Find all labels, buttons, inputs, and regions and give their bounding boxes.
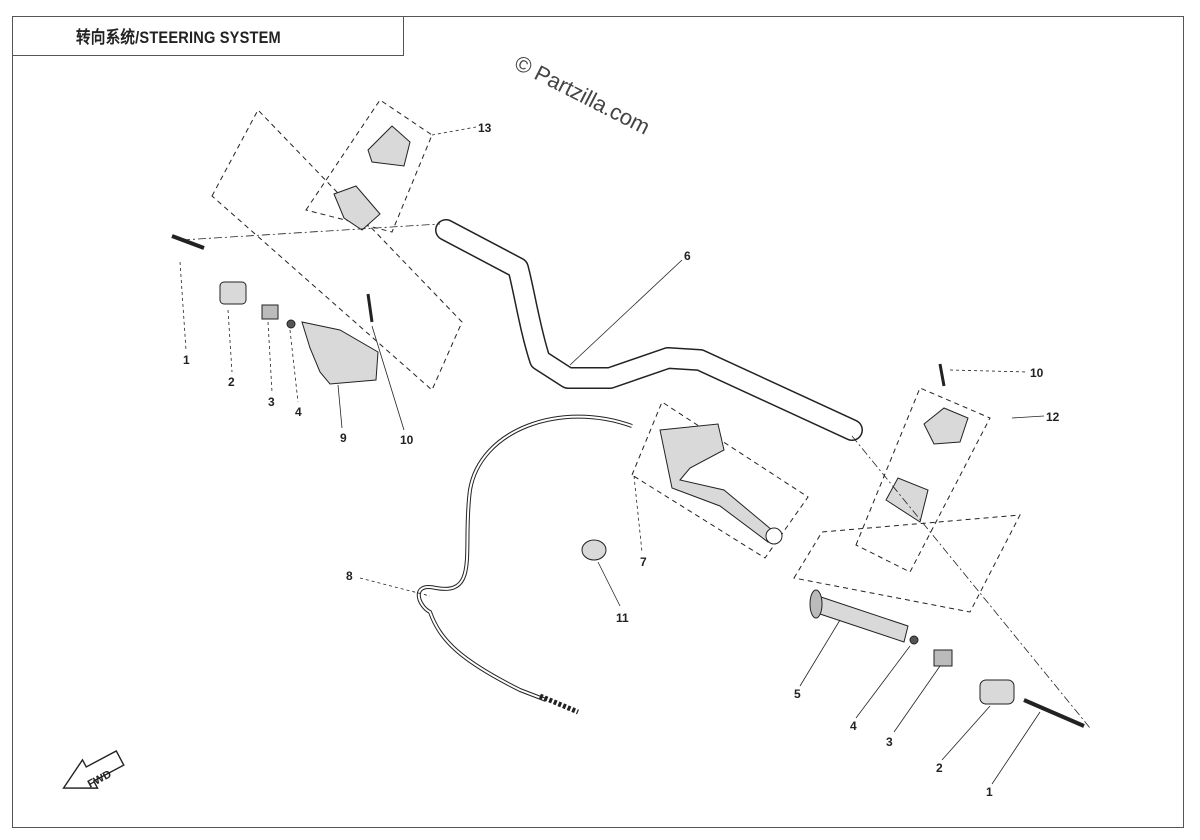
switch-cover-13-top: [367, 125, 411, 167]
callout-1-left: 1: [183, 353, 190, 367]
collar-3-right: [933, 649, 953, 667]
collar-3-left: [261, 304, 279, 320]
leader-10-right: [949, 369, 1029, 373]
callout-8: 8: [346, 569, 353, 583]
switch-12-top: [923, 407, 969, 445]
leader-6: [569, 259, 683, 366]
throttle-cable-core: [417, 415, 633, 701]
weight-2-left: [219, 281, 247, 305]
callout-3-right: 3: [886, 735, 893, 749]
switch-cover-13-bottom: [333, 185, 381, 231]
callout-12: 12: [1046, 410, 1060, 424]
leader-4-right: [855, 645, 911, 719]
switch-12-bottom: [885, 477, 929, 523]
brake-lever-7: [659, 423, 773, 543]
leader-5: [799, 619, 841, 687]
axis-left: [181, 223, 441, 241]
callout-5: 5: [794, 687, 801, 701]
bolt-1-right: [1023, 698, 1085, 728]
screw-10-left: [366, 293, 374, 323]
leader-11: [597, 561, 621, 607]
leader-7: [633, 475, 643, 553]
lever-tip: [765, 527, 783, 545]
weight-2-right: [979, 679, 1015, 705]
leader-9: [337, 384, 343, 429]
fwd-arrow-icon: [62, 750, 125, 789]
callout-6: 6: [684, 249, 691, 263]
callout-10-right: 10: [1030, 366, 1044, 380]
group-12-inner-boundary: [855, 387, 991, 573]
callout-1-right: 1: [986, 785, 993, 799]
grip-5: [813, 595, 909, 643]
leader-4-left: [289, 329, 299, 403]
leader-2-left: [227, 309, 233, 373]
callout-2-left: 2: [228, 375, 235, 389]
callout-2-right: 2: [936, 761, 943, 775]
bolt-1-left: [171, 234, 205, 250]
leader-1-left: [179, 261, 187, 351]
axis-right: [851, 435, 1091, 729]
grip-5-end: [809, 589, 823, 619]
title-box: 转向系统/STEERING SYSTEM: [12, 16, 404, 56]
cable-spring-end: [539, 693, 579, 715]
callout-9: 9: [340, 431, 347, 445]
callout-4-right: 4: [850, 719, 857, 733]
callout-3-left: 3: [268, 395, 275, 409]
leader-3-left: [267, 321, 273, 393]
leader-1-right: [991, 711, 1041, 785]
callout-13: 13: [478, 121, 492, 135]
group-13-boundary: [211, 109, 463, 391]
page-title: 转向系统/STEERING SYSTEM: [76, 28, 281, 47]
leader-2-right: [941, 705, 991, 761]
group-7-boundary: [631, 401, 809, 559]
group-12-boundary: [793, 514, 1021, 613]
leader-8: [359, 577, 431, 597]
throttle-housing-9: [301, 321, 379, 385]
callout-7: 7: [640, 555, 647, 569]
washer-4-right: [909, 635, 919, 645]
washer-4-left: [286, 319, 296, 329]
callout-10-left: 10: [400, 433, 414, 447]
drawing-frame: [12, 16, 1184, 828]
leader-10-left: [371, 325, 405, 431]
screw-10-right: [938, 363, 946, 387]
callout-4-left: 4: [295, 405, 302, 419]
leader-12: [1011, 415, 1045, 419]
callout-11: 11: [616, 611, 629, 625]
leader-13: [431, 126, 477, 136]
leader-3-right: [893, 665, 941, 733]
handlebar-inner: [436, 220, 862, 440]
cap-11: [581, 539, 607, 561]
